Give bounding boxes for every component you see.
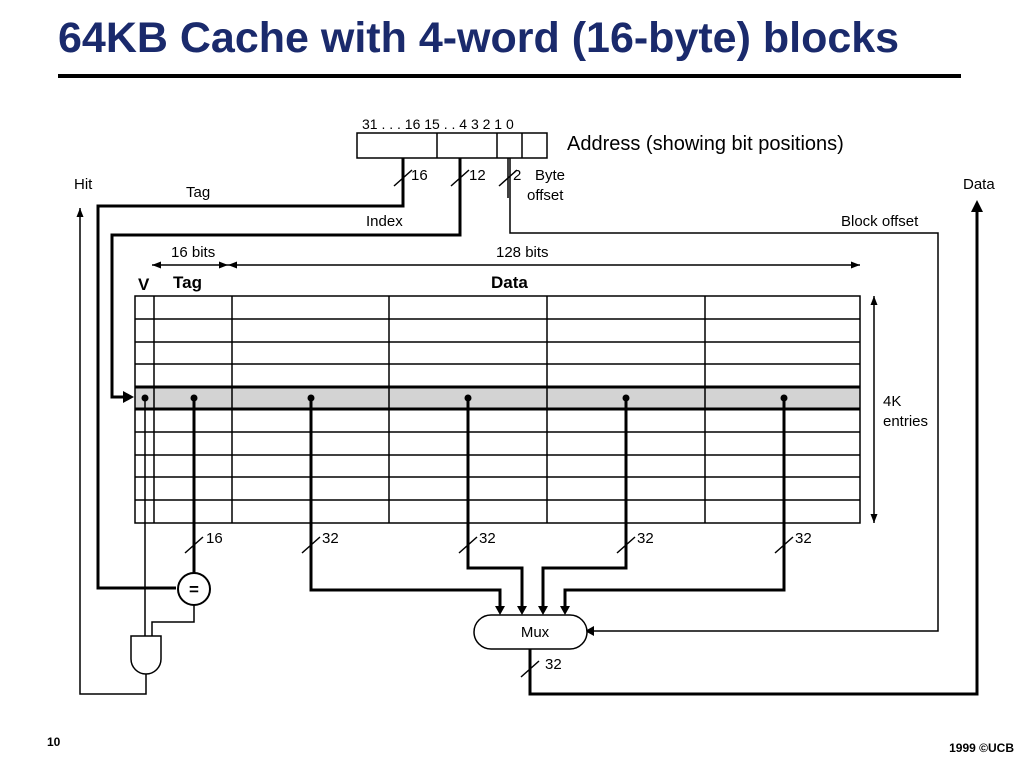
tag-wire [96, 158, 413, 590]
bit-positions-label: 31 . . . 16 15 . . 4 3 2 1 0 [362, 116, 514, 132]
tag-out-width: 16 [206, 530, 223, 547]
byte-offset-label-1: Byte [535, 167, 565, 184]
tag-width-label: 16 [411, 167, 428, 184]
block-offset-wire [509, 158, 939, 632]
data-out-wire [520, 210, 979, 696]
word-buses [301, 398, 794, 608]
word-2-width: 32 [637, 530, 654, 547]
index-wire [110, 158, 470, 399]
block-offset-signal-label: Block offset [841, 213, 919, 230]
word-bus-arrowheads [495, 606, 570, 615]
data-column-header: Data [491, 273, 528, 292]
index-signal-label: Index [366, 213, 403, 230]
page-number: 10 [47, 735, 61, 749]
compare-to-and-wire [151, 605, 195, 636]
data-label: Data [963, 176, 995, 193]
cache-array [134, 295, 861, 524]
address-caption: Address (showing bit positions) [567, 133, 844, 155]
data-out-arrowhead [971, 200, 983, 212]
title-rule [58, 74, 961, 78]
mux-out-width: 32 [545, 656, 562, 673]
index-width-label: 12 [469, 167, 486, 184]
hit-wire [76, 208, 147, 695]
byte-offset-wire [498, 158, 518, 198]
and-gate [130, 635, 162, 675]
tag-width-label-bits: 16 bits [171, 244, 215, 261]
byte-offset-label-2: offset [527, 187, 564, 204]
address-register [356, 132, 548, 159]
copyright: 1999 ©UCB [949, 741, 1014, 755]
tag-column-header: Tag [173, 273, 202, 292]
valid-column-header: V [138, 275, 150, 294]
index-arrowhead [123, 391, 134, 403]
word-1-width: 32 [479, 530, 496, 547]
mux-label: Mux [521, 624, 550, 641]
comparator-symbol: = [189, 580, 199, 599]
word-0-width: 32 [322, 530, 339, 547]
word-3-width: 32 [795, 530, 812, 547]
hit-label: Hit [74, 176, 93, 193]
slide-title: 64KB Cache with 4-word (16-byte) blocks [58, 14, 900, 62]
block-offset-width-label: 2 [513, 167, 521, 184]
entries-label-2: entries [883, 413, 928, 430]
selected-row [135, 387, 860, 408]
block-offset-arrowhead [585, 626, 594, 636]
tag-out-wire [184, 398, 204, 573]
data-width-label-bits: 128 bits [496, 244, 549, 261]
entries-label-1: 4K [883, 393, 901, 410]
tag-signal-label: Tag [186, 184, 210, 201]
